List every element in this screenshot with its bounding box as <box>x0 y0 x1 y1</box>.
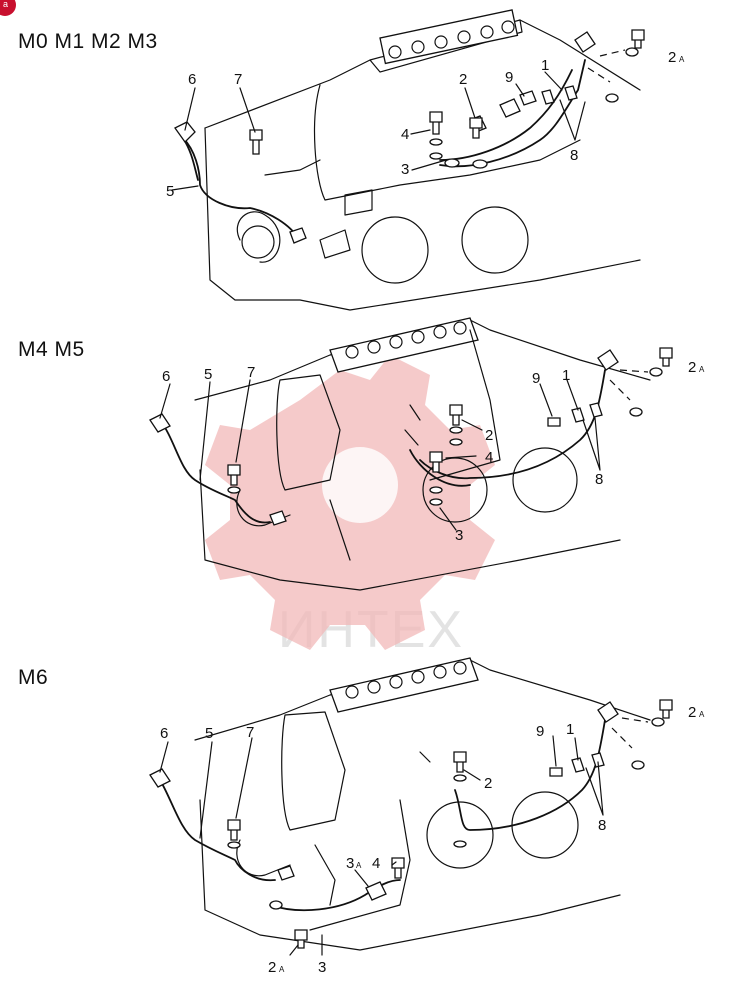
callout-4: 4 <box>401 126 409 143</box>
callout-2b: 2 <box>268 959 276 976</box>
engine-drawing-m6 <box>149 657 673 956</box>
callout-3: 3 <box>346 855 354 872</box>
callout-6: 6 <box>162 368 170 385</box>
engine-drawing-m0-m3 <box>171 9 645 311</box>
callout-3: 3 <box>401 161 409 178</box>
callout-2: 2 <box>484 775 492 792</box>
callout-7: 7 <box>246 724 254 741</box>
variant-label-m0-m3: M0 M1 M2 M3 <box>18 30 158 53</box>
marker-a: A <box>356 861 362 870</box>
callout-3: 3 <box>455 527 463 544</box>
variant-label-m6: M6 <box>18 666 49 689</box>
callout-5: 5 <box>205 725 213 742</box>
marker-a: A <box>699 365 705 374</box>
callout-9: 9 <box>536 723 544 740</box>
marker-a: A <box>699 710 705 719</box>
callout-7: 7 <box>247 364 255 381</box>
corner-badge: a <box>0 0 16 16</box>
callout-7: 7 <box>234 71 242 88</box>
callout-4: 4 <box>485 449 493 466</box>
callout-4: 4 <box>372 855 380 872</box>
callout-2a: 2 <box>688 359 696 376</box>
callout-9: 9 <box>505 69 513 86</box>
callout-1: 1 <box>566 721 574 738</box>
callout-8: 8 <box>570 147 578 164</box>
engine-drawing-m4-m5 <box>149 317 673 591</box>
callout-2: 2 <box>459 71 467 88</box>
callout-3: 3 <box>318 959 326 976</box>
callout-1: 1 <box>541 57 549 74</box>
watermark-logo <box>205 355 495 650</box>
marker-a: A <box>279 965 285 974</box>
callout-2: 2 <box>485 427 493 444</box>
callout-6: 6 <box>188 71 196 88</box>
callout-6: 6 <box>160 725 168 742</box>
callout-2a: 2 <box>688 704 696 721</box>
callout-5: 5 <box>204 366 212 383</box>
callout-8: 8 <box>598 817 606 834</box>
callout-9: 9 <box>532 370 540 387</box>
callout-2a: 2 <box>668 49 676 66</box>
marker-a: A <box>679 55 685 64</box>
callout-8: 8 <box>595 471 603 488</box>
callout-1: 1 <box>562 367 570 384</box>
variant-label-m4-m5: M4 M5 <box>18 338 85 361</box>
callout-5: 5 <box>166 183 174 200</box>
